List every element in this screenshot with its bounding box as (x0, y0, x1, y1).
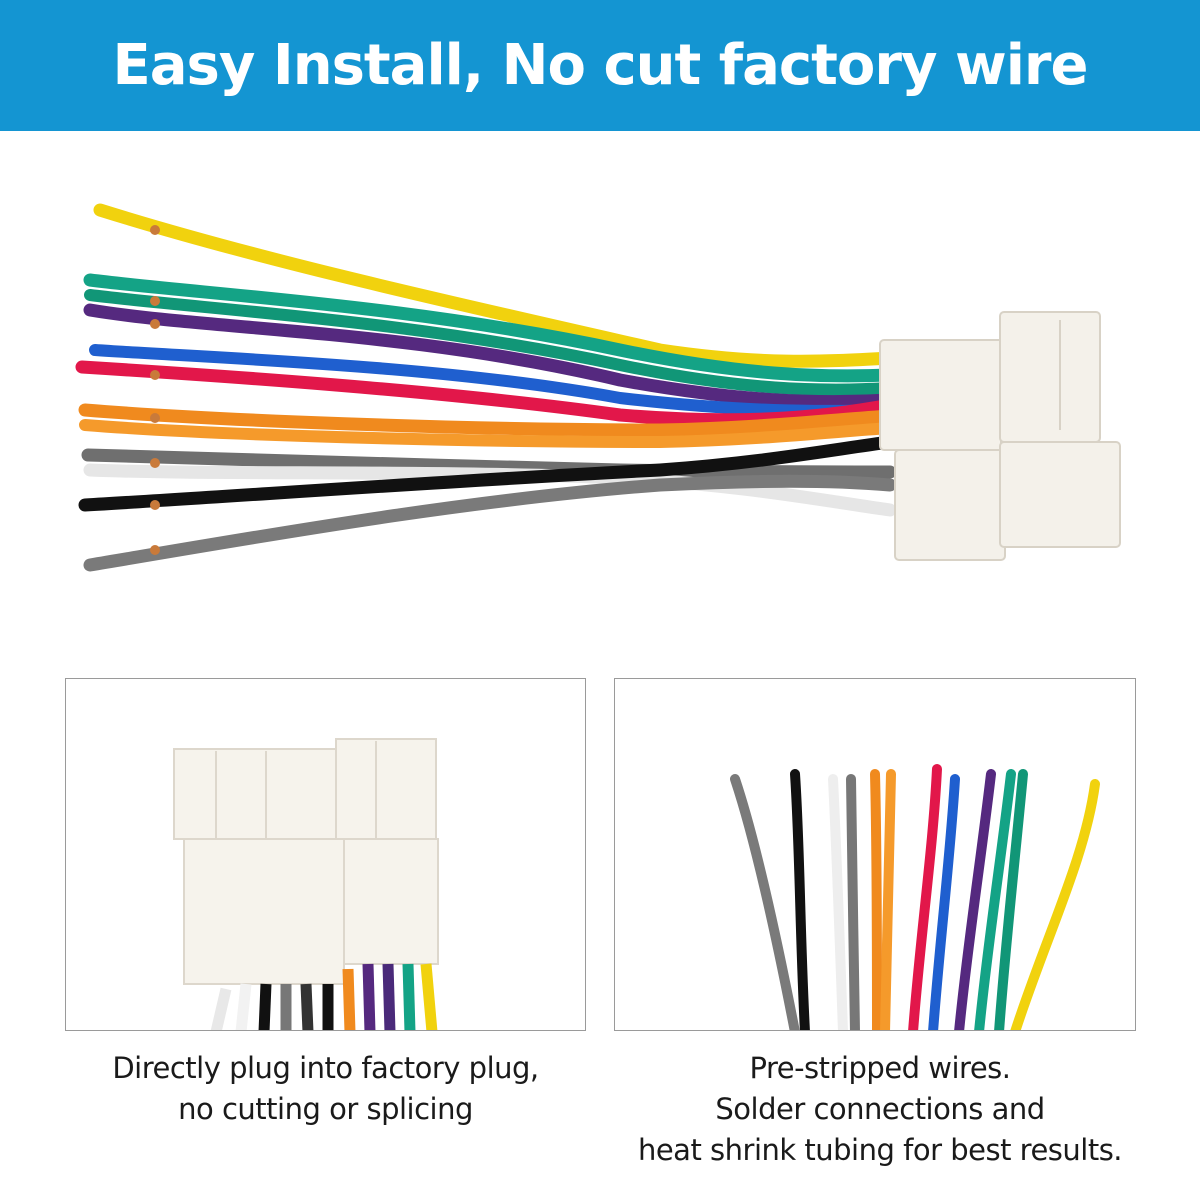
left-caption: Directly plug into factory plug, no cutt… (65, 1048, 586, 1130)
connector-closeup-image (173, 738, 439, 1030)
wire-black (78, 435, 897, 512)
wire-gray-2 (83, 474, 897, 572)
right-caption-line-3: heat shrink tubing for best results. (637, 1133, 1123, 1167)
wire-green (83, 273, 897, 383)
stripped-wires-image (730, 764, 1100, 1030)
connector-plug (879, 311, 1121, 561)
wire-orange-2 (79, 419, 896, 449)
right-caption-line-2: Solder connections and (715, 1092, 1045, 1126)
right-caption-line-1: Pre-stripped wires. (749, 1051, 1011, 1085)
wire-yellow (93, 203, 897, 368)
hero-wire-harness-image (60, 180, 1160, 600)
wire-green-2 (84, 289, 896, 396)
left-caption-line-1: Directly plug into factory plug, (112, 1051, 539, 1085)
wire-orange (78, 403, 897, 437)
connector-closeup-panel (65, 678, 586, 1031)
wire-harness-illustration (75, 203, 1121, 572)
wire-purple (83, 303, 897, 409)
wire-gray (81, 448, 897, 479)
banner-title: Easy Install, No cut factory wire (112, 33, 1088, 98)
title-banner: Easy Install, No cut factory wire (0, 0, 1200, 131)
left-caption-line-2: no cutting or splicing (178, 1092, 473, 1126)
right-caption: Pre-stripped wires. Solder connections a… (600, 1048, 1160, 1171)
stripped-wires-panel (614, 678, 1136, 1031)
